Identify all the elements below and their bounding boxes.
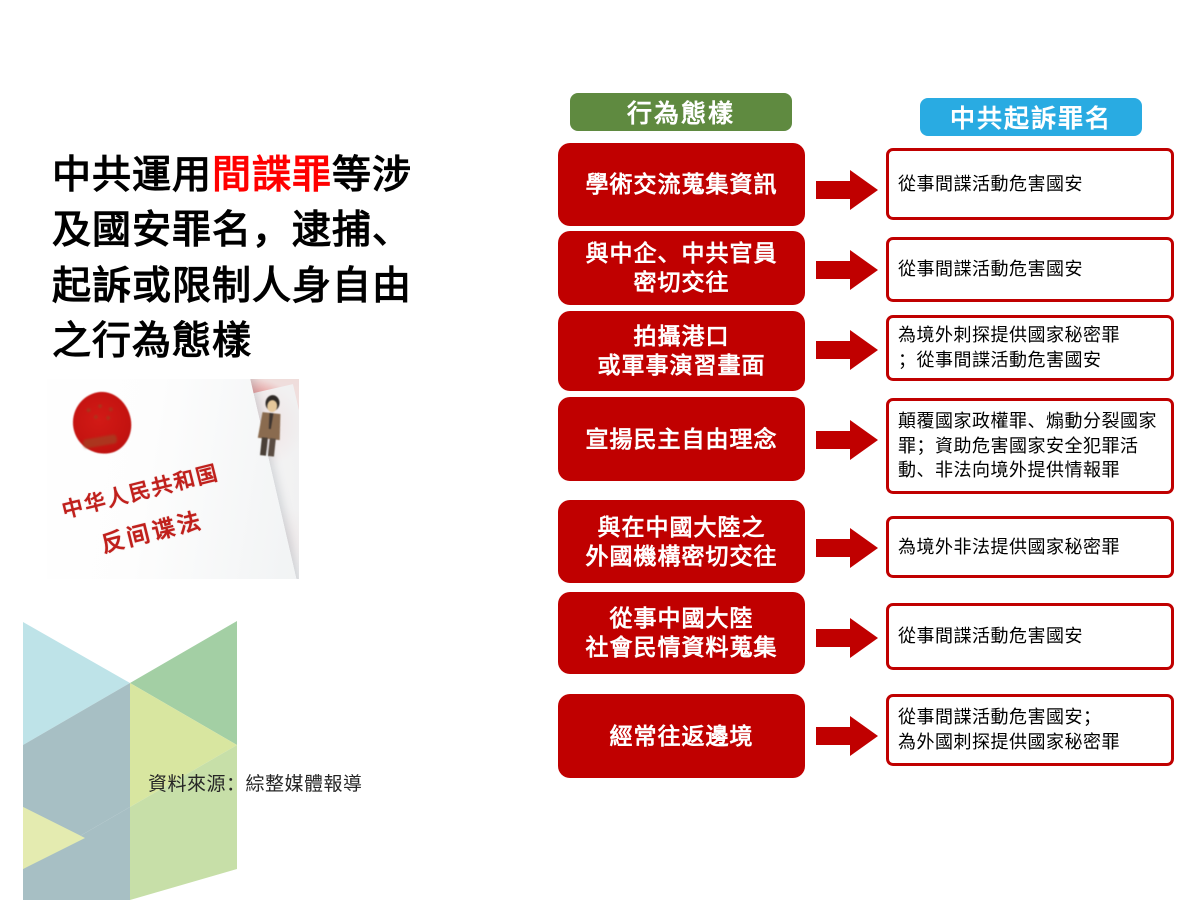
source-note: 資料來源：綜整媒體報導 [148, 774, 363, 795]
page-title-line-1: 中共運用間諜罪等涉 [52, 148, 500, 203]
charge-box-label: 從事間諜活動危害國安 [898, 173, 1083, 194]
behaviour-box-label: 學術交流蒐集資訊 [585, 171, 778, 198]
column-header-charge-name: 中共起訴罪名 [920, 98, 1142, 136]
behaviour-box-label: 與中企、中共官員 密切交往 [585, 240, 778, 295]
right-arrow-icon [816, 170, 878, 210]
anti-espionage-law-book-photo: 中华人民共和国 反间谍法 [47, 379, 299, 579]
page-title-segment: 中共運用 [52, 154, 213, 197]
charge-box: 從事間諜活動危害國安 [886, 237, 1174, 302]
photo-background: 中华人民共和国 反间谍法 [47, 379, 299, 579]
businessman-figurine-icon [257, 395, 281, 457]
behaviour-box: 經常往返邊境 [558, 694, 805, 778]
right-arrow-icon [816, 420, 878, 460]
page-title-segment: 等涉 [332, 154, 413, 197]
charge-box-label: 為境外非法提供國家秘密罪 [898, 536, 1120, 557]
page-title-line-3: 起訴或限制人身自由 [52, 264, 413, 308]
behaviour-box-label: 從事中國大陸 社會民情資料蒐集 [585, 605, 778, 660]
charge-box-label: 從事間諜活動危害國安 [898, 259, 1083, 280]
right-arrow-icon [816, 528, 878, 568]
behaviour-box: 與在中國大陸之 外國機構密切交往 [558, 500, 805, 583]
page-title-line-2: 及國安罪名，逮捕、 [52, 209, 413, 253]
behaviour-box: 拍攝港口 或軍事演習畫面 [558, 311, 805, 391]
right-arrow-icon [816, 250, 878, 290]
page-title: 中共運用間諜罪等涉 及國安罪名，逮捕、 起訴或限制人身自由 之行為態樣 [52, 148, 500, 370]
charge-box-label: 顛覆國家政權罪、煽動分裂國家罪；資助危害國家安全犯罪活動、非法向境外提供情報罪 [898, 410, 1157, 481]
behaviour-box-label: 經常往返邊境 [609, 722, 754, 749]
behaviour-box-label: 與在中國大陸之 外國機構密切交往 [585, 513, 778, 569]
right-arrow-icon [816, 716, 878, 756]
charge-box: 從事間諜活動危害國安 [886, 603, 1174, 670]
charge-box-label: 為境外刺探提供國家秘密罪 ；從事間諜活動危害國安 [898, 325, 1120, 370]
behaviour-box: 與中企、中共官員 密切交往 [558, 231, 805, 305]
page-title-highlight: 間諜罪 [212, 154, 333, 197]
behaviour-box-label: 拍攝港口 或軍事演習畫面 [597, 323, 766, 378]
charge-box: 顛覆國家政權罪、煽動分裂國家罪；資助危害國家安全犯罪活動、非法向境外提供情報罪 [886, 398, 1174, 494]
charge-box: 為境外非法提供國家秘密罪 [886, 516, 1174, 578]
behaviour-box: 宣揚民主自由理念 [558, 397, 805, 481]
charge-box: 從事間諜活動危害國安； 為外國刺探提供國家秘密罪 [886, 694, 1174, 766]
behaviour-box: 從事中國大陸 社會民情資料蒐集 [558, 592, 805, 674]
charge-box-label: 從事間諜活動危害國安； 為外國刺探提供國家秘密罪 [898, 707, 1120, 752]
behaviour-box: 學術交流蒐集資訊 [558, 143, 805, 226]
charge-box: 為境外刺探提供國家秘密罪 ；從事間諜活動危害國安 [886, 315, 1174, 381]
right-arrow-icon [816, 330, 878, 370]
charge-box: 從事間諜活動危害國安 [886, 148, 1174, 220]
behaviour-box-label: 宣揚民主自由理念 [585, 425, 778, 452]
page-title-line-4: 之行為態樣 [52, 320, 253, 364]
charge-box-label: 從事間諜活動危害國安 [898, 626, 1083, 647]
right-arrow-icon [816, 618, 878, 658]
column-header-behaviour-type: 行為態樣 [570, 93, 792, 131]
decorative-hexagon-graphic [23, 621, 237, 900]
